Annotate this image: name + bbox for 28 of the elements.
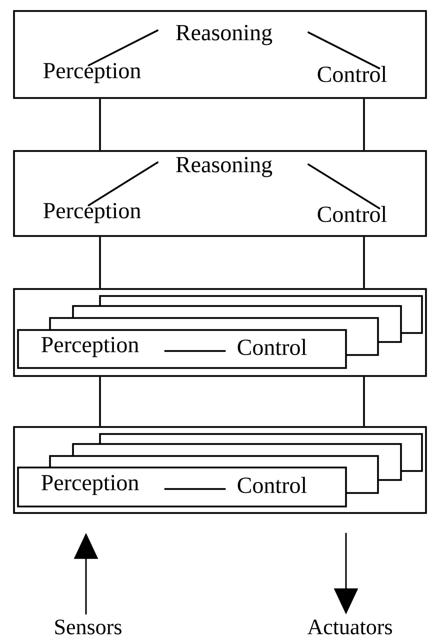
label-text: Actuators: [307, 620, 392, 634]
connector-line: [363, 236, 365, 288]
connector-line: [99, 98, 101, 150]
label-text: Sensors: [55, 620, 122, 634]
connector-line: [307, 31, 380, 70]
connector-line: [164, 488, 226, 490]
connector-line: [363, 98, 365, 150]
label-text: Perception: [43, 202, 141, 224]
module-card: [17, 329, 347, 369]
label-text: Control: [238, 338, 307, 356]
label-text: Control: [318, 206, 387, 222]
label-text: Perception: [41, 474, 139, 496]
layer-box: [13, 10, 427, 99]
module-card: [17, 466, 347, 508]
label-text: Control: [318, 66, 387, 82]
connector-line: [307, 163, 380, 210]
connector-line: [164, 350, 226, 352]
connector-line: [99, 376, 101, 426]
connector-line: [363, 376, 365, 426]
label-text: Reasoning: [176, 24, 272, 46]
label-text: Control: [238, 476, 307, 494]
label-text: Perception: [43, 62, 141, 84]
connector-line: [88, 29, 159, 67]
connector-line: [99, 236, 101, 288]
label-text: Reasoning: [176, 156, 272, 178]
connector-line: [88, 161, 159, 207]
label-text: Perception: [41, 336, 139, 358]
layer-box: [13, 150, 427, 237]
